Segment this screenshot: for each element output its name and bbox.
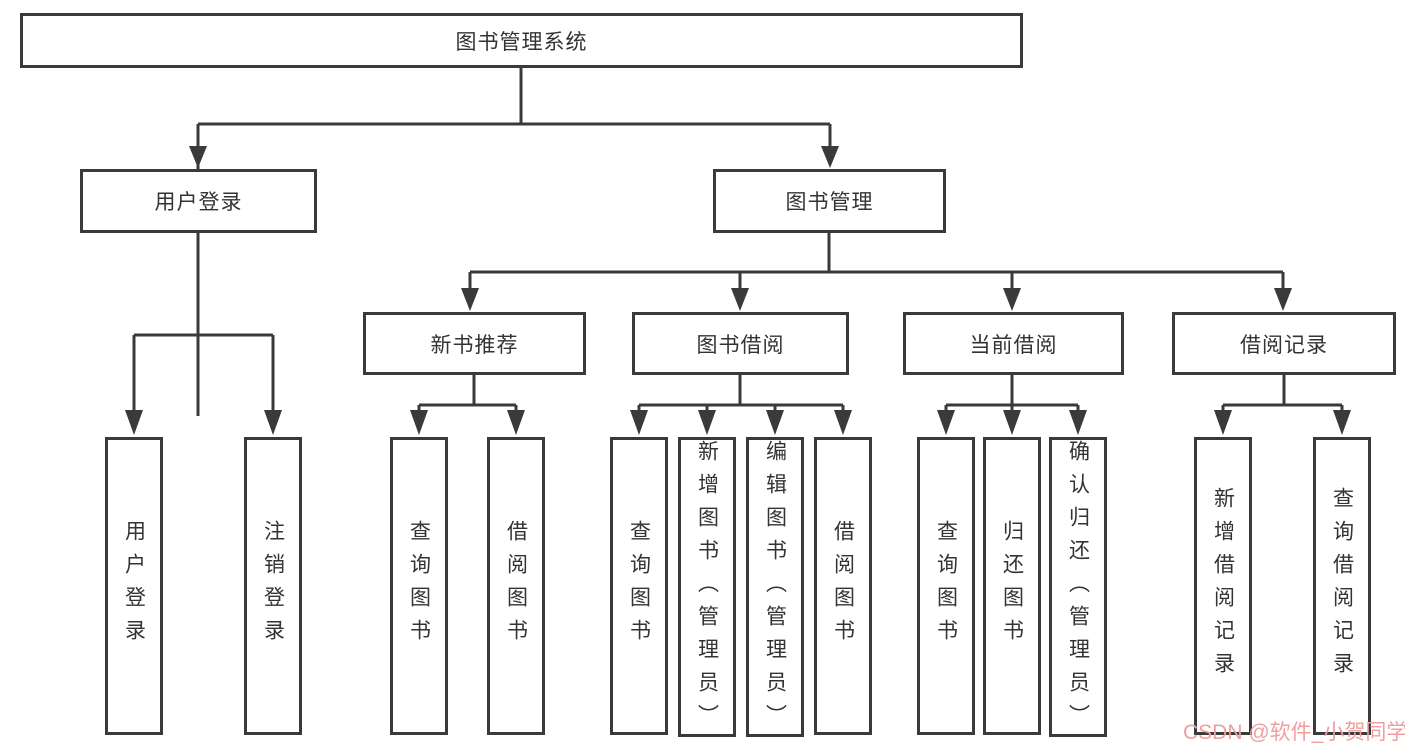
node-book-management: 图书管理 bbox=[713, 169, 946, 233]
connector-management-to-level2 bbox=[461, 233, 1292, 311]
node-leaf-user-login: 用户登录 bbox=[105, 437, 163, 735]
node-book-borrowing: 图书借阅 bbox=[632, 312, 849, 375]
node-leaf-borrow-books-1: 借阅图书 bbox=[487, 437, 545, 735]
node-leaf-query-books-3: 查询图书 bbox=[917, 437, 975, 735]
node-leaf-query-books-1: 查询图书 bbox=[390, 437, 448, 735]
node-leaf-add-borrow-record: 新增借阅记录 bbox=[1194, 437, 1252, 735]
node-leaf-return-books: 归还图书 bbox=[983, 437, 1041, 735]
node-leaf-confirm-return-admin: 确认归还（管理员） bbox=[1049, 437, 1107, 737]
node-root-system: 图书管理系统 bbox=[20, 13, 1023, 68]
node-leaf-edit-books-admin: 编辑图书（管理员） bbox=[746, 437, 804, 737]
connector-login-children bbox=[125, 233, 282, 435]
node-leaf-add-books-admin: 新增图书（管理员） bbox=[678, 437, 736, 737]
node-new-book-recommend: 新书推荐 bbox=[363, 312, 586, 375]
connector-records-children bbox=[1214, 375, 1351, 435]
connector-current-children bbox=[937, 375, 1087, 435]
watermark: CSDN @软件_小贺同学 bbox=[1183, 721, 1405, 744]
node-leaf-query-borrow-record: 查询借阅记录 bbox=[1313, 437, 1371, 735]
node-borrowing-records: 借阅记录 bbox=[1172, 312, 1396, 375]
connector-borrow-children bbox=[630, 375, 852, 435]
node-leaf-logout: 注销登录 bbox=[244, 437, 302, 735]
node-leaf-borrow-books-2: 借阅图书 bbox=[814, 437, 872, 735]
connector-newbooks-children bbox=[410, 375, 525, 435]
node-current-borrowing: 当前借阅 bbox=[903, 312, 1124, 375]
node-user-login: 用户登录 bbox=[80, 169, 317, 233]
node-leaf-query-books-2: 查询图书 bbox=[610, 437, 668, 735]
